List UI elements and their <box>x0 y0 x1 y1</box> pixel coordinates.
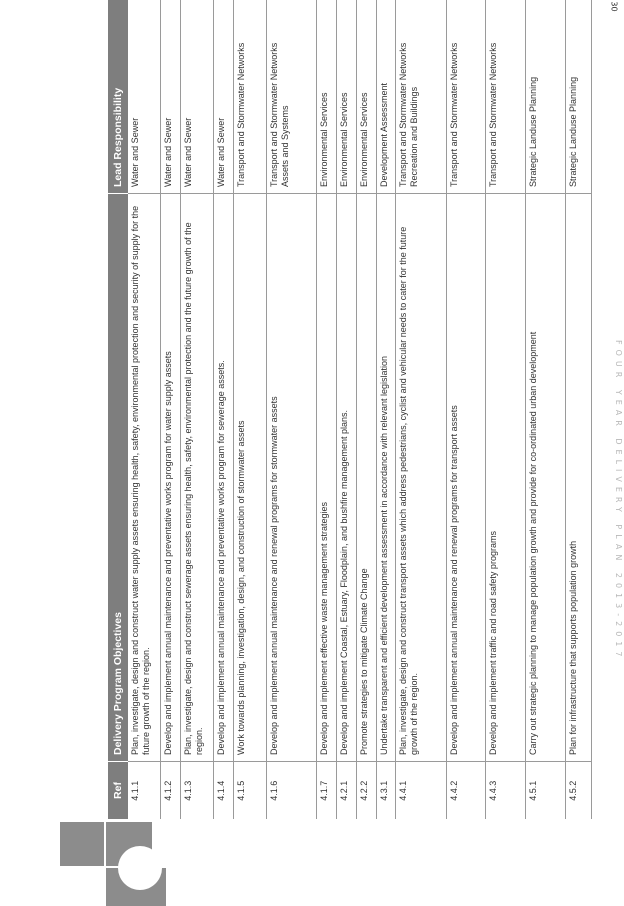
table-row: 4.5.1 Carry out strategic planning to ma… <box>525 0 566 820</box>
cell-ref: 4.1.2 <box>160 761 181 820</box>
cell-lead: Development Assessment <box>376 0 396 194</box>
cell-objective: Plan, investigate, design and construct … <box>180 193 214 762</box>
header-lead: Lead Responsibility <box>108 0 128 194</box>
cell-lead: Water and Sewer <box>213 0 234 194</box>
cell-objective: Promote strategies to mitigate Climate C… <box>356 193 377 762</box>
cell-objective: Plan, investigate, design and construct … <box>128 193 161 762</box>
lead-line: Assets and Systems <box>279 105 290 187</box>
table-row: 4.4.3 Develop and implement traffic and … <box>485 0 526 820</box>
lead-line: Water and Sewer <box>130 117 140 187</box>
lead-line: Water and Sewer <box>183 117 194 187</box>
cell-objective: Develop and implement annual maintenance… <box>446 193 486 762</box>
lead-line: Transport and Stormwater Networks <box>235 42 246 187</box>
cell-lead: Transport and Stormwater Networks <box>446 0 486 194</box>
table-row: 4.4.1 Plan, investigate, design and cons… <box>395 0 447 820</box>
table-row: 4.1.2 Develop and implement annual maint… <box>160 0 181 820</box>
cell-objective: Develop and implement annual maintenance… <box>160 193 181 762</box>
cell-lead: Transport and Stormwater Networks <box>485 0 526 194</box>
table-row: 4.1.6 Develop and implement annual maint… <box>266 0 317 820</box>
lead-line: Environmental Services <box>319 92 330 187</box>
cell-objective: Carry out strategic planning to manage p… <box>525 193 566 762</box>
header-objectives: Delivery Program Objectives <box>108 193 128 762</box>
cell-ref: 4.1.7 <box>316 761 337 820</box>
delivery-program-table-container: Ref Delivery Program Objectives Lead Res… <box>108 0 592 820</box>
lead-line: Strategic Landuse Planning <box>567 76 578 187</box>
cell-ref: 4.5.1 <box>525 761 566 820</box>
cell-ref: 4.1.3 <box>180 761 214 820</box>
cell-ref: 4.1.5 <box>233 761 267 820</box>
cell-ref: 4.4.2 <box>446 761 486 820</box>
cell-ref: 4.2.1 <box>336 761 357 820</box>
lead-line: Environmental Services <box>358 92 369 187</box>
lead-line: Transport and Stormwater Networks <box>398 42 409 187</box>
cell-objective: Work towards planning, investigation, de… <box>233 193 267 762</box>
table-row: 4.1.4 Develop and implement annual maint… <box>213 0 234 820</box>
lead-line: Transport and Stormwater Networks <box>448 42 459 187</box>
lead-line: Strategic Landuse Planning <box>528 76 538 187</box>
table-header-row: Ref Delivery Program Objectives Lead Res… <box>108 0 128 820</box>
cell-lead: Transport and Stormwater Networks Recrea… <box>395 0 447 194</box>
lead-line: Water and Sewer <box>216 117 227 187</box>
cell-lead: Water and Sewer <box>128 0 161 194</box>
cell-ref: 4.2.2 <box>356 761 377 820</box>
lead-line: Environmental Services <box>339 92 350 187</box>
footer-text: FOUR YEAR DELIVERY PLAN 2013-2017 <box>614 340 623 662</box>
cell-lead: Water and Sewer <box>180 0 214 194</box>
lead-line: Transport and Stormwater Networks <box>268 42 279 187</box>
table-row: 4.1.1 Plan, investigate, design and cons… <box>128 0 161 820</box>
cell-objective: Develop and implement effective waste ma… <box>316 193 337 762</box>
cell-lead: Environmental Services <box>336 0 357 194</box>
cell-ref: 4.1.6 <box>266 761 317 820</box>
lead-line: Development Assessment <box>378 82 389 187</box>
cell-ref: 4.1.4 <box>213 761 234 820</box>
cell-objective: Develop and implement Coastal, Estuary, … <box>336 193 357 762</box>
cell-lead: Environmental Services <box>316 0 337 194</box>
lead-line: Transport and Stormwater Networks <box>488 42 499 187</box>
cell-lead: Water and Sewer <box>160 0 181 194</box>
table-row: 4.1.5 Work towards planning, investigati… <box>233 0 267 820</box>
table-row: 4.2.2 Promote strategies to mitigate Cli… <box>356 0 377 820</box>
cell-lead: Transport and Stormwater Networks Assets… <box>266 0 317 194</box>
delivery-program-table: Ref Delivery Program Objectives Lead Res… <box>108 0 592 820</box>
cell-objective: Develop and implement traffic and road s… <box>485 193 526 762</box>
table-row: 4.1.3 Plan, investigate, design and cons… <box>180 0 214 820</box>
cell-lead: Environmental Services <box>356 0 377 194</box>
cell-lead: Strategic Landuse Planning <box>525 0 566 194</box>
cell-objective: Develop and implement annual maintenance… <box>213 193 234 762</box>
table-row: 4.2.1 Develop and implement Coastal, Est… <box>336 0 357 820</box>
lead-line: Recreation and Buildings <box>409 86 420 187</box>
cell-ref: 4.4.1 <box>395 761 447 820</box>
cell-objective: Plan for infrastructure that supports po… <box>565 193 592 762</box>
table-row: 4.4.2 Develop and implement annual maint… <box>446 0 486 820</box>
cell-lead: Transport and Stormwater Networks <box>233 0 267 194</box>
cell-ref: 4.3.1 <box>376 761 396 820</box>
cell-objective: Plan, investigate, design and construct … <box>395 193 447 762</box>
header-ref: Ref <box>108 761 128 820</box>
table-row: 4.5.2 Plan for infrastructure that suppo… <box>565 0 592 820</box>
table-row: 4.3.1 Undertake transparent and efficien… <box>376 0 396 820</box>
table-body: 4.1.1 Plan, investigate, design and cons… <box>128 0 592 820</box>
lead-line: Water and Sewer <box>163 117 174 187</box>
cell-objective: Undertake transparent and efficient deve… <box>376 193 396 762</box>
decorative-squares <box>60 822 166 906</box>
cell-objective: Develop and implement annual maintenance… <box>266 193 317 762</box>
cell-lead: Strategic Landuse Planning <box>565 0 592 194</box>
table-row: 4.1.7 Develop and implement effective wa… <box>316 0 337 820</box>
cell-ref: 4.1.1 <box>128 761 161 820</box>
cell-ref: 4.4.3 <box>485 761 526 820</box>
cell-ref: 4.5.2 <box>565 761 592 820</box>
